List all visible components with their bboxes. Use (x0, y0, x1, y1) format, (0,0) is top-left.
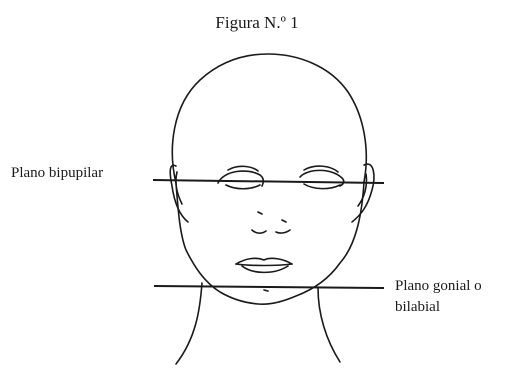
left-eye-lower (226, 185, 260, 189)
right-eye-lower (304, 184, 340, 189)
left-eye-upper (218, 171, 263, 186)
gonial-plane-line (154, 286, 384, 288)
neck-left (176, 283, 202, 364)
nose-mark-4 (282, 220, 286, 222)
neck-right (318, 288, 340, 362)
lower-lip (242, 266, 288, 272)
mouth-line (236, 264, 292, 266)
gonial-plane-label-line2: bilabial (395, 297, 482, 318)
upper-lip (236, 258, 292, 264)
gonial-plane-label-line1: Plano gonial o (395, 276, 482, 297)
nose-mark-1 (258, 212, 262, 214)
nose-mark-2 (252, 230, 266, 233)
gonial-plane-label: Plano gonial o bilabial (395, 276, 482, 318)
head-outline (172, 54, 366, 304)
nose-mark-3 (276, 230, 290, 233)
bipupilar-plane-label: Plano bipupilar (11, 163, 103, 183)
right-eye-upper (300, 170, 344, 186)
bipupilar-plane-line (153, 180, 384, 183)
chin-mark (264, 290, 268, 291)
